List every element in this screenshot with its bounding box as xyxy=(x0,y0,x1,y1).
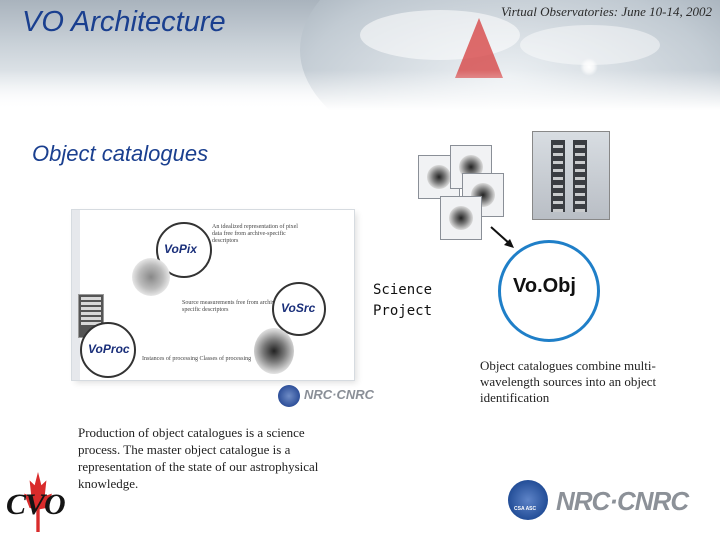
vosrc-description: Source measurements free from archive-sp… xyxy=(182,300,282,314)
science-project-label: Science Project xyxy=(373,280,463,322)
right-caption: Object catalogues combine multi-waveleng… xyxy=(480,358,685,406)
computer-rack-photo xyxy=(532,131,610,220)
vo-diagram: VoPix An idealized representation of pix… xyxy=(72,210,354,380)
vosrc-label: VoSrc xyxy=(281,301,315,315)
conference-date: Virtual Observatories: June 10-14, 2002 xyxy=(501,4,712,20)
nrc-small-text: NRC·CNRC xyxy=(304,387,374,402)
galaxy-image xyxy=(449,206,473,230)
nrc-logo-large: CSA ASC NRC·CNRC xyxy=(508,480,698,528)
bottom-caption: Production of object catalogues is a sci… xyxy=(78,424,348,492)
nrc-logo-small: NRC·CNRC xyxy=(278,385,368,409)
pixel-image xyxy=(132,258,170,296)
csa-seal-icon: CSA ASC xyxy=(508,480,548,520)
csa-text: CSA ASC xyxy=(514,506,536,512)
banner-fade xyxy=(0,70,720,110)
vopix-label: VoPix xyxy=(164,242,197,256)
galaxy-image xyxy=(427,165,451,189)
cvo-logo: CVO xyxy=(4,472,74,532)
nrc-large-text: NRC·CNRC xyxy=(556,486,688,517)
arrow-icon xyxy=(488,224,518,252)
csa-seal-icon xyxy=(278,385,300,407)
slide-title: VO Architecture xyxy=(22,6,226,39)
vo-obj-label: Vo.Obj xyxy=(513,275,576,298)
vopix-description: An idealized representation of pixel dat… xyxy=(212,224,304,245)
vo-obj-circle: Vo.Obj xyxy=(498,240,600,342)
voproc-description: Instances of processing Classes of proce… xyxy=(142,356,252,363)
vosrc-bubble: VoSrc xyxy=(272,282,326,336)
galaxy-tile xyxy=(440,196,482,240)
voproc-label: VoProc xyxy=(88,342,130,356)
galaxy-image xyxy=(254,328,294,374)
voproc-bubble: VoProc xyxy=(80,322,136,378)
slide-subtitle: Object catalogues xyxy=(32,141,208,167)
cvo-text: CVO xyxy=(6,488,65,522)
maple-leaf-decoration xyxy=(455,18,503,78)
